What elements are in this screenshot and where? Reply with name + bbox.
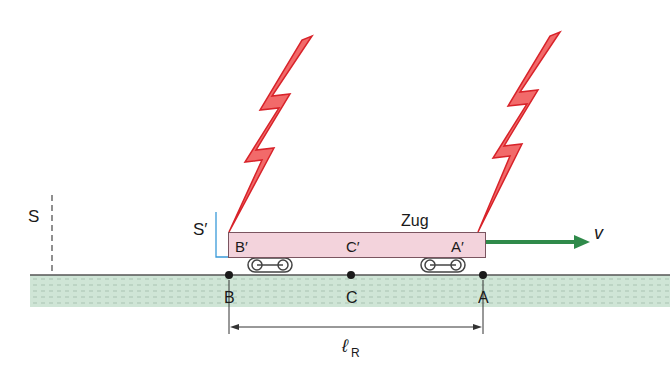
lightning-bolt (229, 36, 312, 232)
train-name: Zug (401, 213, 429, 229)
point-label: A (478, 290, 489, 306)
length-subscript: R (351, 347, 360, 359)
velocity-arrow (486, 240, 576, 244)
train-car: ZugB′C′A′ (228, 232, 486, 258)
dimension-line (229, 280, 483, 334)
point-label: C′ (346, 239, 360, 254)
lightning-bolt (478, 32, 560, 232)
frame-s-prime (216, 212, 228, 257)
ground (30, 275, 670, 307)
point-label: B (224, 290, 235, 306)
point-label: A′ (451, 239, 464, 254)
length-symbol: ℓ (342, 337, 348, 355)
wheel-bogie (248, 258, 465, 272)
frame-s (51, 195, 52, 272)
point (225, 271, 487, 279)
velocity-label: v (594, 224, 603, 242)
point-label: B′ (235, 239, 248, 254)
point-label: C (346, 290, 358, 306)
frame-label: S′ (193, 221, 208, 238)
frame-label: S (28, 208, 39, 225)
